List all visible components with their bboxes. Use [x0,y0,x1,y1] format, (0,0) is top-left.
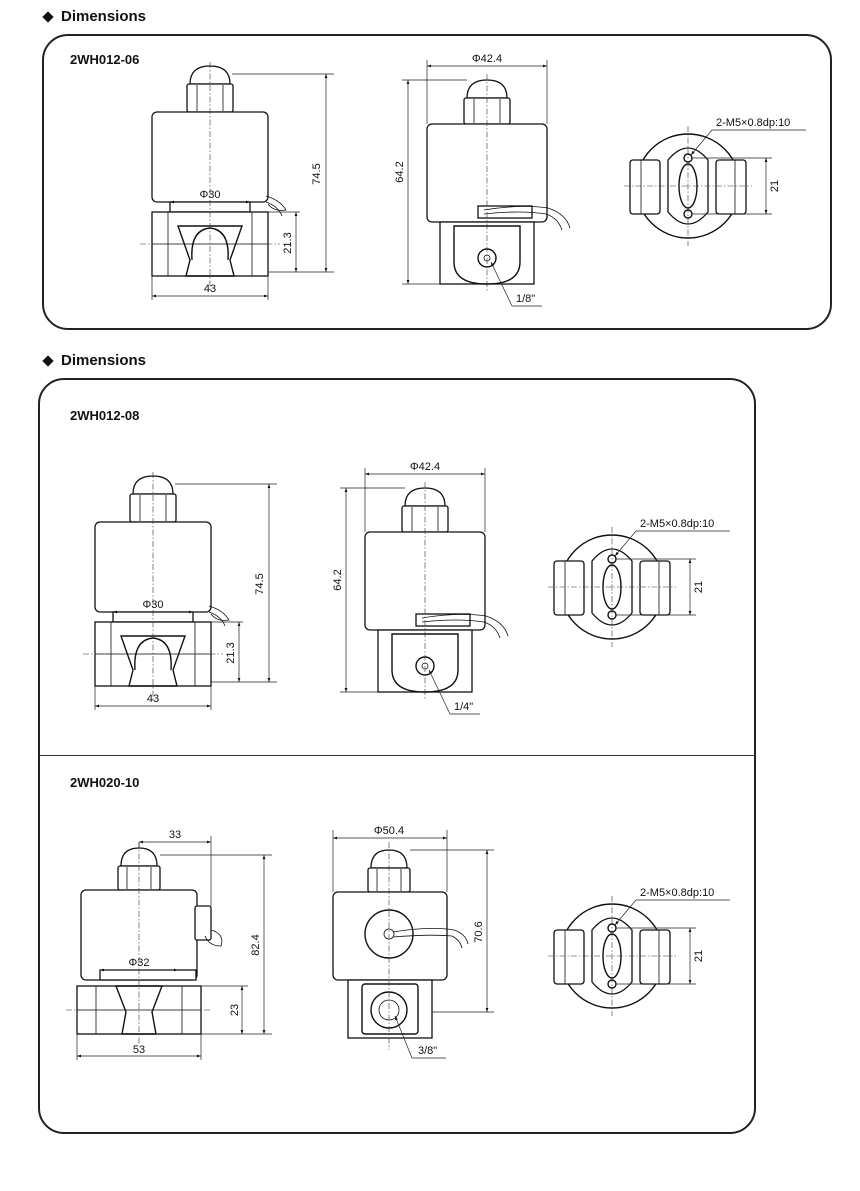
dim-body-height: 21.3 [282,232,294,253]
section-heading-text: Dimensions [61,352,147,369]
dimension-frame-1 [42,34,832,330]
dim-height: 82.4 [250,934,262,955]
dim-width: 43 [147,693,159,705]
side-view-2wh020-10: Φ50.4 70.6 3/8" [332,825,494,1059]
top-view-2wh020-10: 2-M5×0.8dp:10 21 [548,887,730,1016]
dim-body-height: 21.3 [225,642,237,663]
dim-height: 64.2 [332,569,344,590]
side-view-2wh012-08: Φ42.4 64.2 1/4" [332,461,508,714]
front-view-2wh012-06: 74.5 Φ30 21.3 43 [140,62,334,300]
front-view-2wh012-08: 74.5 Φ30 21.3 43 [83,472,277,710]
dim-width: 53 [133,1044,145,1056]
dim-screw-spec: 2-M5×0.8dp:10 [716,117,790,129]
dim-coil-diameter: Φ42.4 [472,53,502,65]
side-view-2wh012-06: Φ42.4 64.2 1/8" [394,53,570,306]
top-view-2wh012-06: 2-M5×0.8dp:10 21 [624,117,806,246]
dim-port-size: 1/4" [454,701,473,713]
dim-coil-diameter: Φ50.4 [374,825,404,837]
dim-coil-diameter: Φ30 [142,599,163,611]
dim-width: 43 [204,283,216,295]
dim-screw-spec: 2-M5×0.8dp:10 [640,518,714,530]
dim-coil-diameter: Φ32 [128,957,149,969]
section-heading-text: Dimensions [61,8,147,25]
model-label-2wh020-10: 2WH020-10 [70,775,140,790]
dim-height: 74.5 [311,163,323,184]
section-heading-1: Dimensions [42,8,147,25]
dim-top-offset: 33 [169,829,181,841]
dim-coil-diameter: Φ30 [199,189,220,201]
dim-port-size: 3/8" [418,1045,437,1057]
dim-height: 64.2 [394,161,406,182]
model-label-2wh012-06: 2WH012-06 [70,52,140,67]
front-view-2wh020-10: 33 82.4 Φ32 23 53 [66,829,272,1060]
dim-port-size: 1/8" [516,293,535,305]
dim-height: 74.5 [254,573,266,594]
frame-divider [39,755,755,756]
model-label-2wh012-08: 2WH012-08 [70,408,140,423]
dim-pitch: 21 [693,581,705,593]
dimension-frame-2 [38,378,756,1134]
top-view-2wh012-08: 2-M5×0.8dp:10 21 [548,518,730,647]
dim-height: 70.6 [473,921,485,942]
section-heading-2: Dimensions [42,352,147,369]
dim-screw-spec: 2-M5×0.8dp:10 [640,887,714,899]
dim-pitch: 21 [769,180,781,192]
dim-pitch: 21 [693,950,705,962]
dim-body-height: 23 [229,1004,241,1016]
dim-coil-diameter: Φ42.4 [410,461,440,473]
